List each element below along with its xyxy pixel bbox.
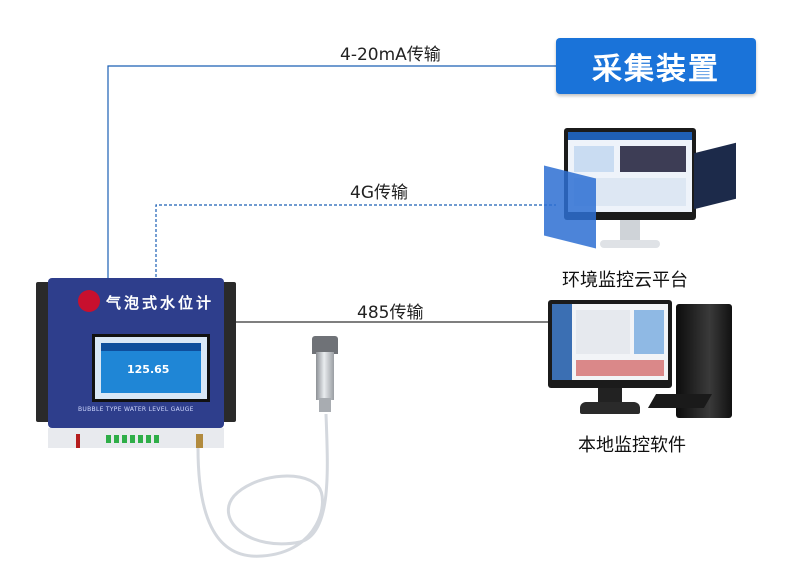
- local-computer-illustration: [548, 296, 744, 422]
- local-monitor-frame: [548, 300, 672, 388]
- gauge-subtitle: BUBBLE TYPE WATER LEVEL GAUGE: [78, 406, 194, 413]
- gauge-title: 气泡式水位计: [106, 294, 215, 312]
- bubble-probe: [316, 352, 334, 400]
- gauge-display: 125.65: [92, 334, 210, 402]
- probe-cap: [312, 336, 338, 354]
- terminal-strip: [48, 428, 224, 448]
- rs485-link-label: 485传输: [357, 303, 424, 323]
- collection-device-badge: 采集装置: [556, 38, 756, 94]
- air-tube: [196, 413, 329, 558]
- cellular-link-label: 4G传输: [350, 183, 408, 203]
- gas-port: [196, 434, 203, 448]
- cloud-platform-caption: 环境监控云平台: [562, 270, 688, 291]
- gauge-housing: 气泡式水位计 125.65 BUBBLE TYPE WATER LEVEL GA…: [48, 278, 224, 428]
- gauge-display-panel: 125.65: [101, 343, 201, 393]
- cloud-platform-illustration: [544, 122, 744, 262]
- cellular-line: [155, 204, 556, 282]
- probe-tip: [319, 398, 331, 412]
- gauge-reading: 125.65: [127, 363, 170, 376]
- bubble-water-level-gauge: 气泡式水位计 125.65 BUBBLE TYPE WATER LEVEL GA…: [36, 278, 236, 448]
- local-monitor-screen: [552, 304, 668, 380]
- left-mount-bracket: [36, 282, 50, 422]
- brand-logo-icon: [78, 290, 100, 312]
- right-mount-bracket: [222, 282, 236, 422]
- analog-line: [107, 65, 556, 282]
- analog-link-label: 4-20mA传输: [340, 45, 441, 65]
- local-software-caption: 本地监控软件: [578, 435, 686, 456]
- antenna-port: [76, 434, 80, 448]
- keyboard: [647, 394, 713, 408]
